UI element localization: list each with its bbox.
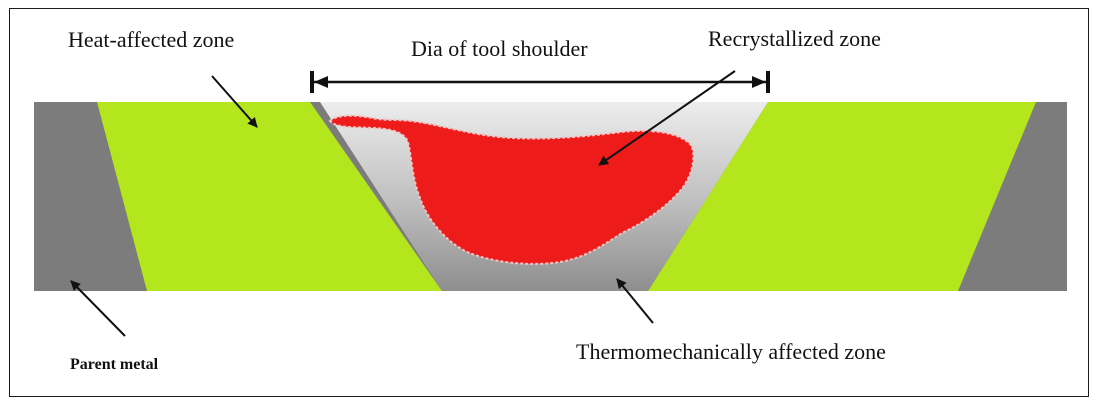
heat-affected-zone-left [97,102,442,291]
heat-affected-zone-arrow [211,75,258,128]
recrystallized-zone-label: Recrystallized zone [708,26,881,51]
recrystallized-zone-region [328,114,695,265]
dimension-arrow-left [314,76,328,88]
parent-metal-arrow [70,280,126,337]
dimension-arrow-right [752,76,766,88]
heat-affected-zone-label: Heat-affected zone [68,27,234,52]
tool-shoulder-label: Dia of tool shoulder [411,36,588,61]
heat-affected-zone-right [648,102,1036,291]
thermomechanical-zone-label: Thermomechanically affected zone [576,339,886,364]
thermomechanical-zone-arrow [616,278,654,324]
recrystallized-zone-arrow [598,70,736,166]
parent-metal-label: Parent metal [70,356,159,373]
